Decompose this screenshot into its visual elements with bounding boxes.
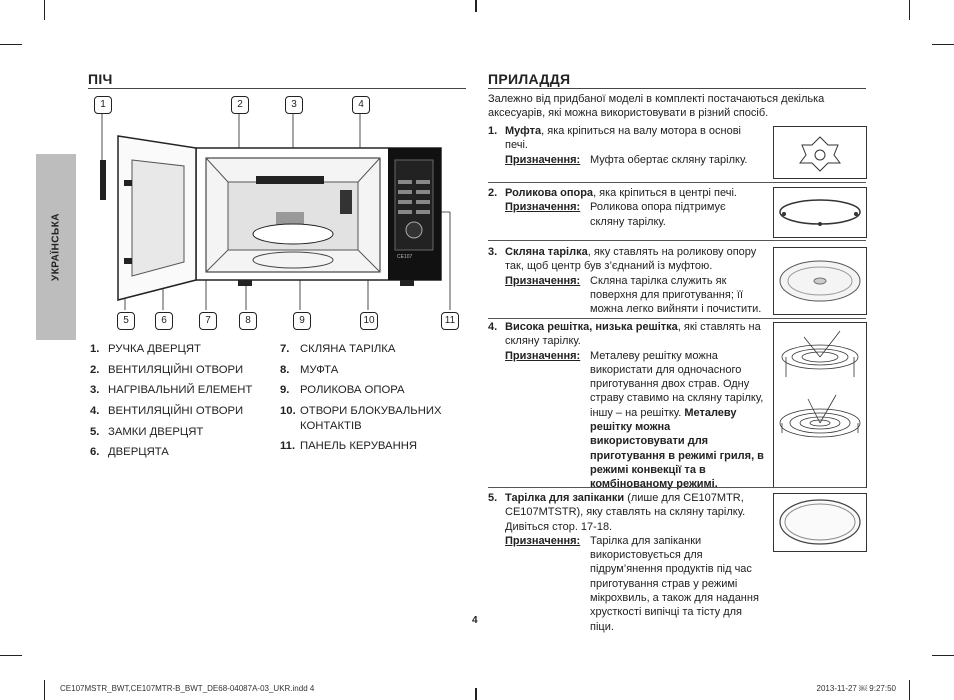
parts-list-left: 1.РУЧКА ДВЕРЦЯТ 2.ВЕНТИЛЯЦІЙНІ ОТВОРИ 3.…	[90, 342, 280, 466]
list-item: 4.ВЕНТИЛЯЦІЙНІ ОТВОРИ	[90, 405, 244, 418]
list-item: 5.ЗАМКИ ДВЕРЦЯТ	[90, 425, 204, 438]
accessories-section-title: ПРИЛАДДЯ	[488, 71, 571, 87]
list-item: 3.НАГРІВАЛЬНИЙ ЕЛЕМЕНТ	[90, 384, 253, 397]
crop-mark	[909, 0, 910, 20]
list-item: 8.МУФТА	[280, 363, 339, 376]
oven-title-rule	[88, 88, 466, 89]
callout-2: 2	[231, 96, 249, 114]
crop-mark	[932, 44, 954, 45]
callout-10: 10	[360, 312, 378, 330]
grill-racks-image	[773, 322, 867, 488]
roller-ring-image	[773, 187, 867, 238]
list-item: 2.ВЕНТИЛЯЦІЙНІ ОТВОРИ	[90, 363, 244, 376]
crusty-plate-image	[773, 493, 867, 552]
callout-8: 8	[239, 312, 257, 330]
accessories-intro: Залежно від придбаної моделі в комплекті…	[488, 93, 825, 120]
footer-timestamp: 2013-11-27 ￼ 9:27:50	[816, 684, 896, 693]
accessory-item-2: 2.Роликова опора, яка кріпиться в центрі…	[488, 187, 737, 228]
list-item: 10.ОТВОРИ БЛОКУВАЛЬНИХ КОНТАКТІВ	[280, 405, 442, 432]
callout-9: 9	[293, 312, 311, 330]
parts-list-right: 7.СКЛЯНА ТАРІЛКА 8.МУФТА 9.РОЛИКОВА ОПОР…	[280, 342, 466, 460]
callout-3: 3	[285, 96, 303, 114]
oven-section-title: ПІЧ	[88, 71, 113, 87]
accessory-item-3: 3.Скляна тарілка, яку ставлять на ролико…	[488, 246, 762, 316]
crop-mark	[44, 0, 45, 20]
list-item: 7.СКЛЯНА ТАРІЛКА	[280, 343, 396, 355]
footer-filename: CE107MSTR_BWT,CE107MTR-B_BWT_DE68-04087A…	[60, 684, 315, 693]
callout-7: 7	[199, 312, 217, 330]
language-tab-label: УКРАЇНСЬКА	[50, 212, 62, 282]
accessories-title-rule	[488, 88, 866, 89]
callout-11: 11	[441, 312, 459, 330]
callout-6: 6	[155, 312, 173, 330]
crop-mark	[475, 688, 477, 700]
crop-mark	[0, 44, 22, 45]
item-separator	[488, 318, 866, 319]
item-separator	[488, 182, 866, 183]
item-separator	[488, 240, 866, 241]
callout-5: 5	[117, 312, 135, 330]
callout-4: 4	[352, 96, 370, 114]
panel-model-text: CE107	[397, 254, 413, 260]
accessory-item-1: 1.Муфта, яка кріпиться на валу мотора в …	[488, 125, 748, 166]
page-number: 4	[472, 615, 478, 626]
crop-mark	[475, 0, 477, 12]
item-separator	[488, 487, 866, 488]
list-item: 9.РОЛИКОВА ОПОРА	[280, 384, 405, 397]
list-item: 1.РУЧКА ДВЕРЦЯТ	[90, 343, 201, 355]
list-item: 11.ПАНЕЛЬ КЕРУВАННЯ	[280, 440, 418, 453]
crop-mark	[932, 655, 954, 656]
accessory-item-4: 4.Висока решітка, низька решітка, які ст…	[488, 321, 764, 491]
glass-tray-image	[773, 247, 867, 315]
crop-mark	[0, 655, 22, 656]
coupler-image	[773, 126, 867, 179]
accessory-item-5: 5.Тарілка для запіканки (лише для CE107M…	[488, 492, 759, 633]
list-item: 6.ДВЕРЦЯТА	[90, 446, 169, 459]
crop-mark	[909, 680, 910, 700]
callout-1: 1	[94, 96, 112, 114]
oven-illustration: CE107	[100, 113, 451, 310]
language-tab: УКРАЇНСЬКА	[36, 154, 76, 340]
crop-mark	[44, 680, 45, 700]
